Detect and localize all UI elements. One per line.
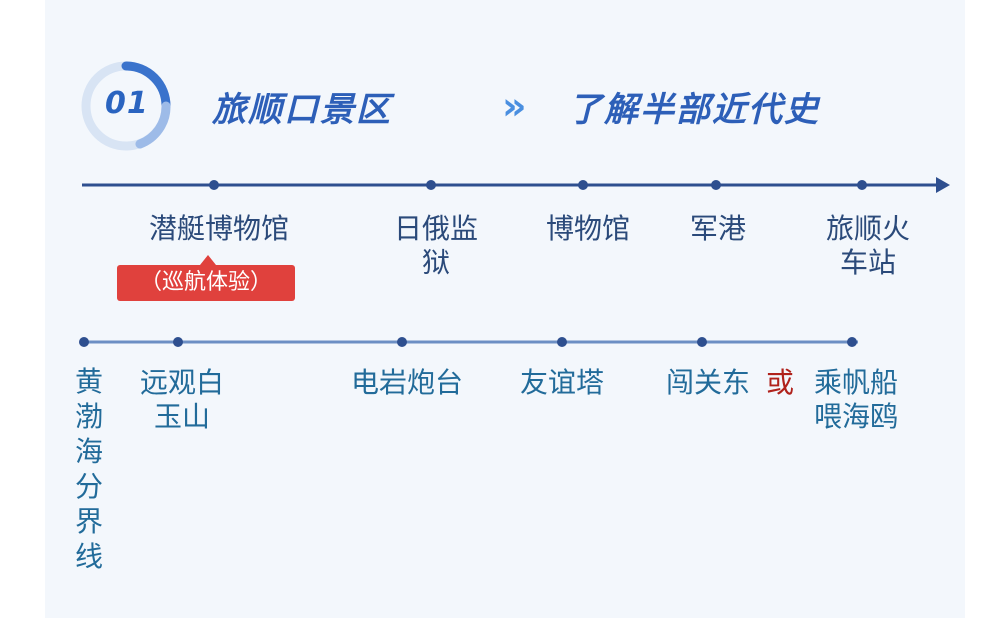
badge-ring-icon	[81, 61, 171, 151]
connector-label: 或	[765, 366, 794, 399]
note-badge: （巡航体验）	[117, 265, 295, 301]
bottom-stop-label: 乘帆船 喂海鸥	[813, 366, 898, 433]
bottom-stop-dot	[847, 337, 857, 347]
top-stop-dot	[857, 180, 867, 190]
bottom-stop-label: 闯关东	[665, 366, 750, 399]
chevron-right-icon: »	[502, 84, 527, 128]
top-stop-dot	[711, 180, 721, 190]
top-stop-dot	[578, 180, 588, 190]
bottom-stop-dot	[173, 337, 183, 347]
note-pointer	[200, 255, 216, 265]
bottom-stop-label: 友谊塔	[519, 366, 604, 399]
top-stop-dot	[209, 180, 219, 190]
top-stop-label: 旅顺火 车站	[825, 212, 910, 279]
page-subtitle: 了解半部近代史	[568, 90, 820, 130]
top-stop-label: 日俄监 狱	[393, 212, 478, 279]
bottom-start-label: 黄 渤 海 分 界 线	[74, 365, 103, 573]
bottom-stop-dot	[557, 337, 567, 347]
top-stop-label: 博物馆	[545, 212, 630, 245]
top-timeline	[82, 177, 950, 193]
arrow-right-icon	[936, 177, 950, 193]
section-number: 01	[105, 86, 149, 121]
page-title: 旅顺口景区	[212, 90, 392, 130]
bottom-stop-label: 电岩炮台	[350, 366, 463, 399]
bottom-stop-dot	[697, 337, 707, 347]
top-stop-label: 潜艇博物馆	[148, 212, 289, 245]
bottom-stop-dot	[397, 337, 407, 347]
bottom-timeline	[79, 337, 858, 347]
top-stop-label: 军港	[689, 212, 746, 245]
bottom-stop-label: 远观白 玉山	[139, 366, 224, 433]
route-card	[45, 0, 965, 618]
top-stop-dot	[426, 180, 436, 190]
